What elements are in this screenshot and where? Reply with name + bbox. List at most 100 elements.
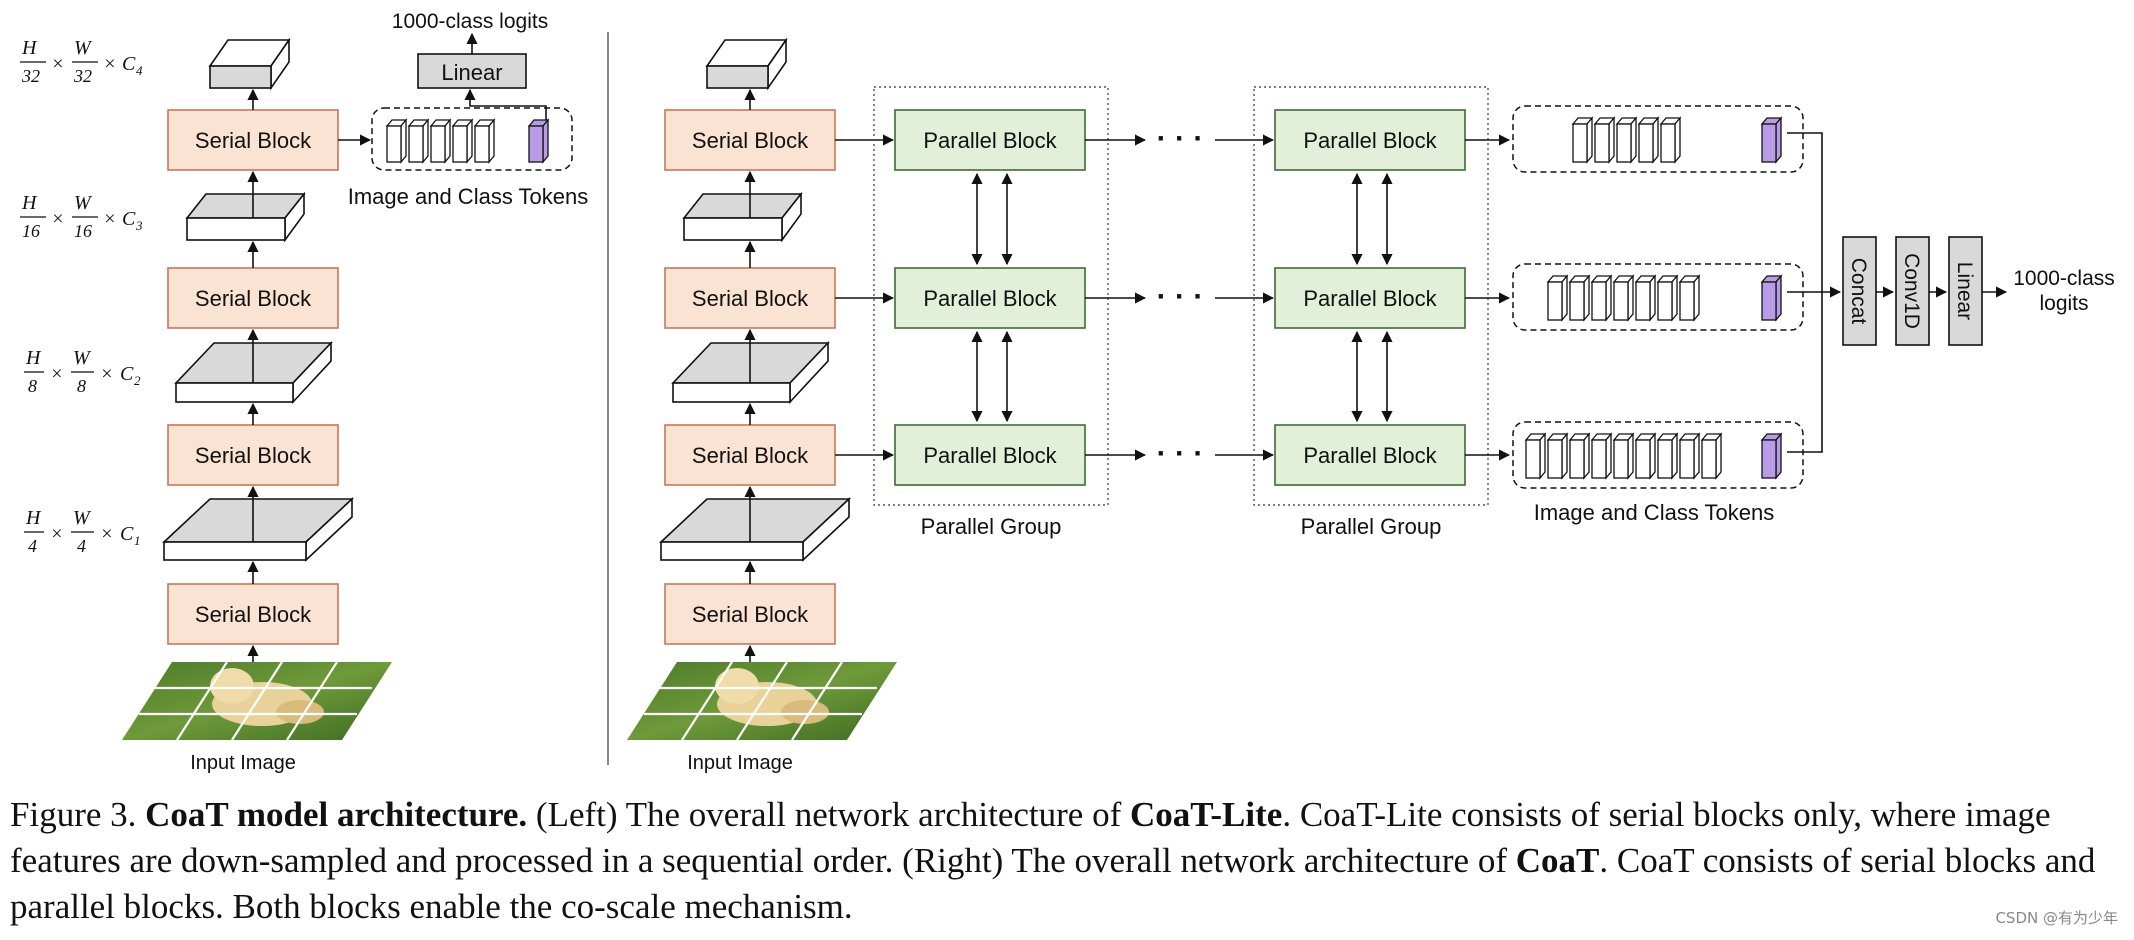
- svg-text:Parallel Block: Parallel Block: [1303, 128, 1437, 153]
- feature-map-c3: [185, 191, 306, 243]
- to-tokens-arrows: [1465, 134, 1511, 461]
- svg-text:16: 16: [74, 221, 92, 241]
- image-token: [1568, 274, 1591, 322]
- svg-text:H: H: [25, 347, 42, 369]
- serial-block-4: Serial Block: [167, 109, 339, 171]
- image-token: [1546, 432, 1569, 480]
- svg-text:C: C: [122, 53, 136, 75]
- class-token: [1760, 274, 1783, 322]
- svg-text:Serial Block: Serial Block: [692, 128, 809, 153]
- serial-block-3: Serial Block: [167, 267, 339, 329]
- svg-text:H: H: [25, 507, 42, 529]
- svg-text:3: 3: [135, 218, 143, 233]
- architecture-diagram: H 32 × W 32 × C 4 H 16 × W 16 × C 3 H 8: [20, 10, 2115, 774]
- right-logits-label-line1: 1000-class: [2013, 267, 2115, 290]
- caption-text-2: . CoaT-Lite consists of serial blocks on…: [10, 795, 2051, 880]
- svg-text:Serial Block: Serial Block: [195, 602, 312, 627]
- svg-text:×: ×: [103, 53, 117, 75]
- svg-text:Linear: Linear: [1953, 262, 1976, 320]
- svg-text:Parallel Block: Parallel Block: [1303, 443, 1437, 468]
- coat-panel: Serial Block Serial Block Serial Block S…: [627, 37, 2115, 774]
- image-token: [1546, 274, 1569, 322]
- concat-box: Concat: [1842, 236, 1877, 346]
- svg-text:Linear: Linear: [441, 60, 502, 85]
- image-token: [1656, 274, 1679, 322]
- caption-bold-title: CoaT model architecture.: [145, 795, 528, 834]
- serial-block-1: Serial Block: [167, 583, 339, 645]
- image-token: [1678, 432, 1701, 480]
- svg-text:Serial Block: Serial Block: [195, 443, 312, 468]
- svg-text:W: W: [74, 37, 93, 59]
- caption-prefix: Figure 3.: [10, 795, 146, 834]
- left-input-label: Input Image: [190, 752, 296, 774]
- caption-text-3: . CoaT consists of serial blocks and par…: [10, 841, 2096, 926]
- svg-text:32: 32: [73, 66, 92, 86]
- svg-text:×: ×: [51, 53, 65, 75]
- svg-text:W: W: [73, 347, 92, 369]
- left-tokens-group: Image and Class Tokens: [348, 107, 588, 209]
- feature-map-c1: [161, 497, 355, 562]
- svg-text:Serial Block: Serial Block: [692, 602, 809, 627]
- image-token: [1678, 274, 1701, 322]
- svg-text:H: H: [21, 192, 38, 214]
- inter-group-arrows: [1085, 134, 1275, 461]
- image-token: [1634, 432, 1657, 480]
- svg-text:×: ×: [100, 363, 114, 385]
- image-token: [1615, 116, 1638, 164]
- svg-text:Parallel Block: Parallel Block: [923, 128, 1057, 153]
- svg-text:×: ×: [50, 523, 64, 545]
- right-serial-block-2: Serial Block: [664, 424, 836, 486]
- svg-text:Serial Block: Serial Block: [692, 443, 809, 468]
- right-input-label: Input Image: [687, 752, 793, 774]
- parallel-block-g2-r2: Parallel Block: [1274, 267, 1466, 329]
- right-tokens-row-3: [1512, 421, 1804, 489]
- dim-label-c3: H 16 × W 16 × C 3: [20, 192, 143, 241]
- parallel-block-g1-r3: Parallel Block: [894, 424, 1086, 486]
- class-token: [1760, 432, 1783, 480]
- svg-text:4: 4: [28, 536, 37, 556]
- right-feature-map-c3: [682, 191, 803, 243]
- serial-block-2: Serial Block: [167, 424, 339, 486]
- left-class-token: [527, 118, 550, 164]
- feature-map-c4: [208, 37, 291, 91]
- svg-text:Conv1D: Conv1D: [1900, 253, 1923, 329]
- svg-text:Serial Block: Serial Block: [692, 286, 809, 311]
- right-tokens-label: Image and Class Tokens: [1534, 500, 1775, 525]
- svg-text:Serial Block: Serial Block: [195, 128, 312, 153]
- image-token: [1590, 274, 1613, 322]
- right-input-image: Input Image: [627, 661, 897, 774]
- right-logits-label-line2: logits: [2039, 292, 2088, 315]
- caption-bold-coat: CoaT: [1515, 841, 1600, 880]
- image-token: [1637, 116, 1660, 164]
- svg-text:Parallel Block: Parallel Block: [923, 286, 1057, 311]
- svg-text:C: C: [120, 523, 134, 545]
- class-token: [1760, 116, 1783, 164]
- image-token: [1593, 116, 1616, 164]
- svg-text:8: 8: [28, 376, 37, 396]
- right-serial-block-1: Serial Block: [664, 583, 836, 645]
- image-token: [1634, 274, 1657, 322]
- image-token: [1656, 432, 1679, 480]
- svg-text:Serial Block: Serial Block: [195, 286, 312, 311]
- right-linear-box: Linear: [1948, 236, 1983, 346]
- image-token: [1612, 274, 1635, 322]
- right-feature-map-c4: [705, 37, 788, 91]
- image-token: [1590, 432, 1613, 480]
- right-serial-block-3: Serial Block: [664, 267, 836, 329]
- dim-label-c1: H 4 × W 4 × C 1: [24, 507, 141, 556]
- caption-text-1: (Left) The overall network architecture …: [527, 795, 1130, 834]
- left-image-tokens: [385, 118, 496, 164]
- parallel-group-2-label: Parallel Group: [1301, 514, 1442, 539]
- image-token: [1524, 432, 1547, 480]
- svg-text:32: 32: [21, 66, 40, 86]
- svg-text:16: 16: [22, 221, 40, 241]
- parallel-group-1: Parallel Group Parallel Block Parallel B…: [873, 86, 1109, 539]
- svg-text:4: 4: [77, 536, 86, 556]
- svg-text:×: ×: [103, 208, 117, 230]
- ellipsis-row-3: · · ·: [1157, 437, 1204, 470]
- left-input-image: Input Image: [122, 661, 392, 774]
- coat-lite-panel: H 32 × W 32 × C 4 H 16 × W 16 × C 3 H 8: [20, 10, 588, 774]
- svg-text:2: 2: [134, 373, 141, 388]
- svg-text:8: 8: [77, 376, 86, 396]
- image-token: [1659, 116, 1682, 164]
